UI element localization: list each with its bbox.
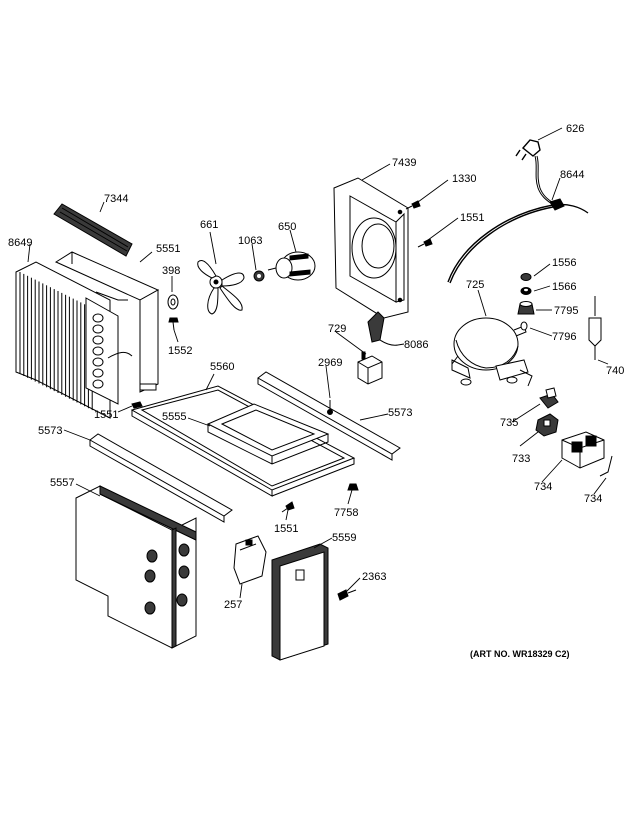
panel-hole <box>178 543 190 557</box>
grommet-part <box>167 294 179 310</box>
callout-257: 257 <box>224 599 242 611</box>
callout-734-a: 734 <box>534 481 552 493</box>
callout-733: 733 <box>512 453 530 465</box>
callout-1063: 1063 <box>238 235 262 247</box>
fan-blade-part <box>197 260 245 315</box>
callout-5573-right: 5573 <box>388 407 412 419</box>
callout-1551-upper: 1551 <box>460 212 484 224</box>
coil-loop <box>92 335 104 345</box>
callout-5551: 5551 <box>156 243 180 255</box>
power-cord-part <box>447 198 589 284</box>
coil-loop <box>92 313 104 323</box>
callout-5555: 5555 <box>162 411 186 423</box>
foam-strip-part <box>53 203 133 257</box>
fan-bracket-part <box>333 177 409 319</box>
callout-5560: 5560 <box>210 361 234 373</box>
callout-735: 735 <box>500 417 518 429</box>
grommet-1556-part <box>520 273 532 281</box>
wire-harness-part <box>367 311 399 346</box>
timer-part <box>233 535 267 585</box>
panel-hole <box>178 565 190 579</box>
callout-7796: 7796 <box>552 331 576 343</box>
callout-626: 626 <box>566 123 584 135</box>
art-number: (ART NO. WR18329 C2) <box>470 649 570 659</box>
panel-hole <box>144 601 156 615</box>
callout-734-b: 734 <box>584 493 602 505</box>
callout-1551-lower: 1551 <box>274 523 298 535</box>
callout-1556: 1556 <box>552 257 576 269</box>
callout-5573-left: 5573 <box>38 425 62 437</box>
screw-1330-part <box>405 200 421 210</box>
callout-725: 725 <box>466 279 484 291</box>
coil-loop <box>92 324 104 334</box>
callout-7795: 7795 <box>554 305 578 317</box>
callout-740: 740 <box>606 365 624 377</box>
screw-2363-part <box>337 589 357 601</box>
coil-loop <box>92 379 104 389</box>
panel-hole <box>144 569 156 583</box>
capacitor-part <box>357 351 383 385</box>
drier-part <box>588 296 602 360</box>
callout-729: 729 <box>328 323 346 335</box>
seal-frame-part <box>206 403 330 465</box>
terminal-cover-part <box>561 431 613 477</box>
coil-loop <box>92 368 104 378</box>
panel-hole <box>146 549 158 563</box>
callout-8649: 8649 <box>8 237 32 249</box>
side-panel-part <box>75 485 197 649</box>
screw-1551-upper-part <box>417 238 433 248</box>
callout-7344: 7344 <box>104 193 128 205</box>
coil-loop <box>92 346 104 356</box>
control-panel-part <box>271 543 329 661</box>
callout-661: 661 <box>200 219 218 231</box>
screw-1551-lower-part <box>281 501 295 513</box>
callout-7758: 7758 <box>334 507 358 519</box>
screw-1551-left-part <box>131 401 143 409</box>
grommet-1566-part <box>520 287 532 295</box>
screw-7758-part <box>347 483 359 491</box>
condenser-shroud-part <box>54 251 160 393</box>
compressor-part <box>451 317 533 387</box>
callout-398: 398 <box>162 265 180 277</box>
power-cord-plug-part <box>515 139 555 205</box>
callout-5559: 5559 <box>332 532 356 544</box>
coil-loop <box>92 357 104 367</box>
callout-5557: 5557 <box>50 477 74 489</box>
panel-hole <box>176 593 188 607</box>
fan-motor-part <box>267 251 316 281</box>
clip-2969-part <box>327 400 333 415</box>
condenser-coil-part <box>15 261 119 419</box>
washer-7796-part <box>520 321 528 331</box>
callout-1551-left: 1551 <box>94 409 118 421</box>
callout-1330: 1330 <box>452 173 476 185</box>
callout-8086: 8086 <box>404 339 428 351</box>
relay-part <box>535 413 559 437</box>
callout-8644: 8644 <box>560 169 584 181</box>
callout-1566: 1566 <box>552 281 576 293</box>
fan-nut-part <box>253 270 265 282</box>
screw-1552-part <box>168 317 179 331</box>
callout-labels: 626 7439 1330 8644 7344 1551 8649 5551 6… <box>8 123 624 611</box>
callout-2363: 2363 <box>362 571 386 583</box>
rail-left-part <box>89 433 233 523</box>
callout-7439: 7439 <box>392 157 416 169</box>
sleeve-7795-part <box>517 301 535 315</box>
callout-650: 650 <box>278 221 296 233</box>
leader-lines <box>27 127 609 599</box>
callout-1552: 1552 <box>168 345 192 357</box>
callout-2969: 2969 <box>318 357 342 369</box>
overload-part <box>539 387 559 409</box>
